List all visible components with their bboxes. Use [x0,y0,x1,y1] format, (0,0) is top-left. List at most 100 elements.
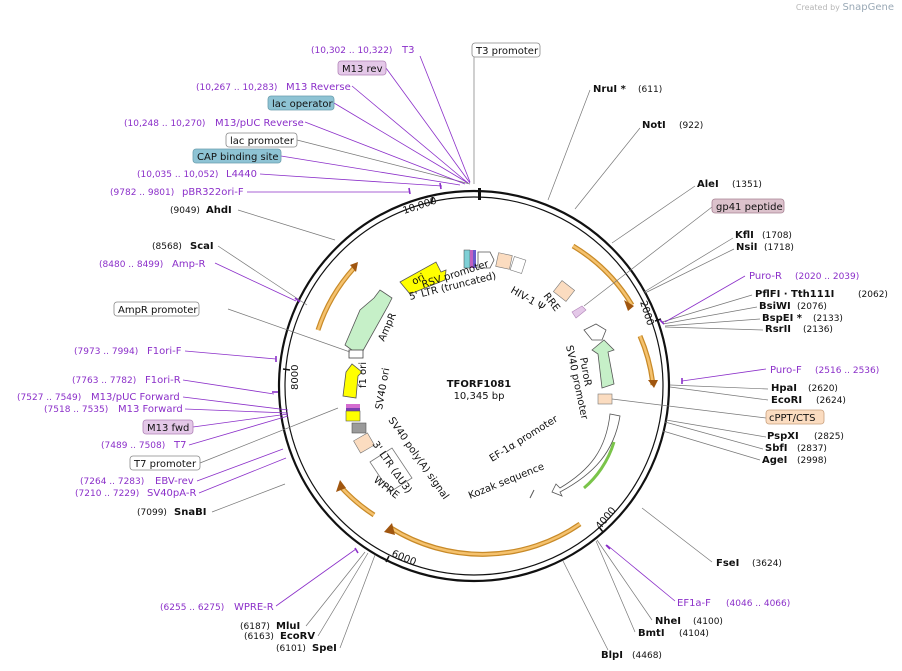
wpre-label[interactable]: WPRE-R [234,602,274,613]
ebv-pos: (7264 .. 7283) [80,477,144,487]
gp41-label[interactable]: gp41 peptide [716,202,783,213]
ltr5-box [495,252,513,270]
leader-fsei [641,507,713,563]
bmti-label[interactable]: BmtI [638,628,665,639]
ahdi-label[interactable]: AhdI [206,205,232,216]
cap-label[interactable]: CAP binding site [197,152,279,163]
nhei-label[interactable]: NheI [655,616,681,627]
lacop-label[interactable]: lac operator [272,99,333,110]
pspxi-pos: (2825) [814,432,844,442]
ampprom-box [113,301,200,317]
snabi-pos: (7099) [137,508,167,518]
f1ori-arrow [342,363,363,399]
spei-label[interactable]: SpeI [312,643,337,654]
leader-m13rev [385,67,471,184]
ampr-label[interactable]: Amp-R [172,259,206,270]
tick-8000 [282,368,291,371]
ef1af-label[interactable]: EF1a-F [677,598,711,609]
snabi-label[interactable]: SnaBI [174,507,206,518]
alei-label[interactable]: AleI [697,179,719,190]
pbr-label[interactable]: pBR322ori-F [182,187,244,198]
t3prom-label[interactable]: T3 promoter [475,46,539,57]
purof-label[interactable]: Puro-F [770,365,802,376]
inner-features: ori [342,249,621,499]
nsii-label[interactable]: NsiI [736,242,757,253]
tick-4000 [598,526,604,533]
ebv-label[interactable]: EBV-rev [155,476,194,487]
f1orir-label[interactable]: F1ori-R [145,375,181,386]
leader-scai [217,245,308,306]
puror-label[interactable]: Puro-R [749,271,782,282]
sv40pa-label[interactable]: SV40pA-R [147,488,196,499]
left-leader-lines [199,56,475,649]
ori-arrow [399,261,447,295]
pspxi-label[interactable]: PspXI [767,431,799,442]
gp41-box-label-bg [711,198,785,214]
t7-label[interactable]: T7 [173,440,186,451]
leader-alei [611,185,696,244]
cppt-label[interactable]: cPPT/CTS [769,413,815,424]
leader-t3 [419,55,471,183]
leader-l4440 [259,173,443,187]
bsiwi-label[interactable]: BsiWI [759,301,791,312]
sbfi-pos: (2837) [797,444,827,454]
leader-purof [681,368,767,382]
orange-arc-arrowheads [336,262,658,535]
leader-nhei [596,539,653,621]
leader-ebv [196,448,284,482]
ecori-pos: (2624) [816,396,846,406]
pflfi-label[interactable]: PflFI · Tth111I [755,289,834,300]
origin-mark [478,188,481,200]
hpai-label[interactable]: HpaI [771,383,797,394]
tick-label-6000: 6000 [390,549,418,569]
leader-bsiwi [662,306,758,325]
ef1a-inner-arc [583,441,616,490]
leader-f1orir [182,379,275,395]
lacprom-label[interactable]: lac promoter [230,136,295,147]
blpi-label[interactable]: BlpI [601,650,623,661]
bsiwi-pos: (2076) [797,302,827,312]
m13rev-label[interactable]: M13 rev [342,64,383,75]
mlui-label[interactable]: MluI [276,621,300,632]
puror-label: PuroR [577,357,593,388]
m13puc-rev-label[interactable]: M13/pUC Reverse [215,118,304,129]
tick-2000 [654,318,662,322]
snapgene-brand: Created by SnapGene [796,2,894,13]
leader-bspei [664,318,761,327]
t7prom-label[interactable]: T7 promoter [133,459,197,470]
leader-lacop [333,102,469,184]
leader-sv40pa [198,457,287,494]
ecorv-label[interactable]: EcoRV [280,631,315,642]
m13forward-label[interactable]: M13 Forward [118,404,183,415]
noti-label[interactable]: NotI [642,120,666,131]
leader-bmti [595,540,636,633]
ampr-pos: (8480 .. 8499) [99,260,163,270]
ecori-label[interactable]: EcoRI [771,395,802,406]
t3-label[interactable]: T3 [401,45,414,56]
sbfi-label[interactable]: SbfI [765,443,787,454]
m13fwd-label[interactable]: M13 fwd [147,423,189,434]
leader-ampprom [227,308,351,353]
nrui-label[interactable]: NruI * [593,84,627,95]
kfli-label[interactable]: KflI [735,230,754,241]
scai-pos: (8568) [152,242,182,252]
fsei-label[interactable]: FseI [716,558,739,569]
plasmid-length: 10,345 bp [454,391,505,402]
hiv-label: HIV-1 Ψ [509,285,547,313]
scai-label[interactable]: ScaI [190,241,214,252]
ampprom-label[interactable]: AmpR promoter [118,305,198,316]
l4440-label[interactable]: L4440 [226,169,257,180]
agei-label[interactable]: AgeI [762,455,787,466]
leader-t7prom [199,407,339,464]
bspei-label[interactable]: BspEI * [762,313,803,324]
wpre-box [369,447,413,493]
blpi-pos: (4468) [632,651,662,661]
leader-nrui [547,89,591,201]
m13reverse-label[interactable]: M13 Reverse [286,82,351,93]
alei-pos: (1351) [732,180,762,190]
sv40polya-box [351,422,367,434]
rsrii-label[interactable]: RsrII [765,324,791,335]
m13puc-fwd-label[interactable]: M13/pUC Forward [91,392,180,403]
ecorv-pos: (6163) [244,632,274,642]
f1orif-label[interactable]: F1ori-F [147,346,182,357]
